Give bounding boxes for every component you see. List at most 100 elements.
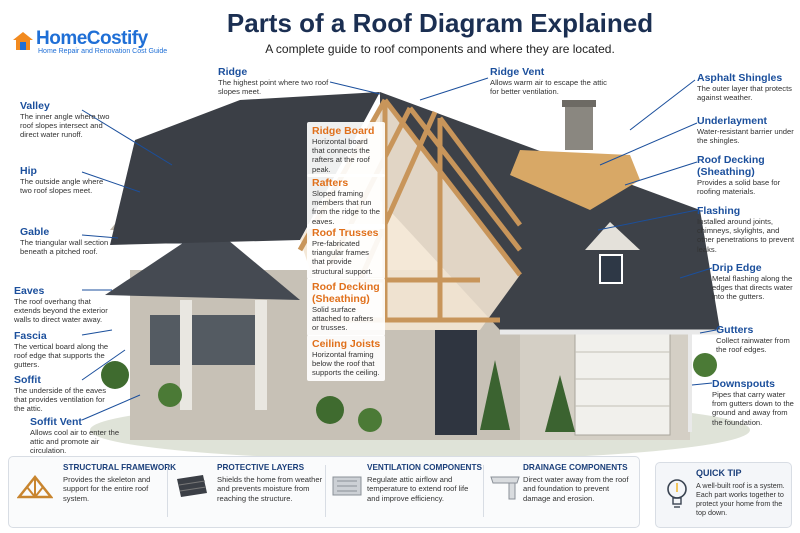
tip-desc: A well-built roof is a system. Each part… (696, 481, 785, 517)
lightbulb-icon (667, 479, 687, 508)
label-desc: Metal flashing along the edges that dire… (712, 274, 793, 302)
label-gutters: Gutters Collect rainwater from the roof … (716, 324, 796, 354)
label-title: Ceiling Joists (312, 338, 381, 350)
label-title: Underlayment (697, 115, 768, 127)
label-desc: The vertical board along the roof edge t… (14, 342, 109, 370)
category-title: STRUCTURAL FRAMEWORK (63, 463, 177, 472)
label-desc: The outer layer that protects against we… (697, 84, 792, 103)
label-title: Soffit Vent (30, 416, 82, 428)
label-title: Gutters (716, 324, 754, 336)
porch-roof (105, 225, 300, 300)
shingles-icon (177, 475, 207, 497)
label-title: Roof Decking (Sheathing) (312, 281, 380, 305)
tree (480, 360, 510, 430)
label-title: Ridge Vent (490, 66, 545, 78)
category-title: VENTILATION COMPONENTS (367, 463, 482, 472)
label-desc: Solid surface attached to rafters or tru… (312, 305, 374, 333)
category-title: PROTECTIVE LAYERS (217, 463, 305, 472)
category-desc: Regulate attic airflow and temperature t… (367, 475, 469, 503)
label-fascia: Fascia The vertical board along the roof… (14, 330, 112, 370)
category-desc: Provides the skeleton and support for th… (63, 475, 151, 503)
label-ridge: Ridge The highest point where two roof s… (218, 66, 333, 96)
label-roof-decking-center: Roof Decking (Sheathing) Solid surface a… (307, 278, 385, 336)
label-title: Roof Decking (Sheathing) (697, 154, 765, 178)
label-eaves: Eaves The roof overhang that extends bey… (14, 285, 112, 325)
label-desc: The underside of the eaves that provides… (14, 386, 107, 414)
front-door (435, 330, 477, 435)
label-desc: Provides a solid base for roofing materi… (697, 178, 781, 197)
label-desc: Water-resistant barrier under the shingl… (697, 127, 794, 146)
brand-name: HomeCostify (36, 28, 148, 49)
porch-column (180, 300, 192, 410)
tip-title: QUICK TIP (696, 468, 742, 478)
category-panel: STRUCTURAL FRAMEWORK Provides the skelet… (8, 456, 640, 528)
label-rafters: Rafters Sloped framing members that run … (307, 174, 385, 229)
label-ridge-vent: Ridge Vent Allows warm air to escape the… (490, 66, 610, 96)
label-ceiling-joists: Ceiling Joists Horizontal framing below … (307, 335, 385, 381)
category-card-drainage: DRAINAGE COMPONENTS Direct water away fr… (487, 463, 635, 523)
label-flashing: Flashing Installed around joints, chimne… (697, 205, 795, 254)
label-title: Roof Trusses (312, 227, 379, 239)
label-desc: Horizontal board that connects the rafte… (312, 137, 370, 174)
label-roof-trusses: Roof Trusses Pre-fabricated triangular f… (307, 224, 385, 279)
quick-tip: QUICK TIP A well-built roof is a system.… (655, 462, 792, 528)
brand-logo[interactable]: HomeCostify Home Repair and Renovation C… (12, 28, 172, 55)
leader-lines (81, 77, 717, 421)
label-title: Downspouts (712, 378, 775, 390)
gutter-icon (490, 476, 520, 500)
label-title: Drip Edge (712, 262, 762, 274)
label-valley: Valley The inner angle where two roof sl… (20, 100, 115, 140)
label-desc: The roof overhang that extends beyond th… (14, 297, 108, 325)
label-desc: Allows warm air to escape the attic for … (490, 78, 607, 97)
label-desc: Collect rainwater from the roof edges. (716, 336, 790, 355)
label-desc: The inner angle where two roof slopes in… (20, 112, 110, 140)
page-subtitle: A complete guide to roof components and … (265, 42, 615, 56)
brand-tagline: Home Repair and Renovation Cost Guide (38, 48, 168, 55)
garage-door (574, 324, 671, 436)
label-title: Rafters (312, 177, 349, 189)
label-ridge-board: Ridge Board Horizontal board that connec… (307, 122, 385, 177)
category-card-protective: PROTECTIVE LAYERS Shields the home from … (173, 463, 322, 523)
category-card-ventilation: VENTILATION COMPONENTS Regulate attic ai… (329, 463, 482, 523)
label-title: Valley (20, 100, 50, 112)
label-hip: Hip The outside angle where two roof slo… (20, 165, 115, 195)
label-soffit-vent: Soffit Vent Allows cool air to enter the… (30, 416, 120, 456)
vent-icon (332, 476, 362, 496)
label-desc: Pipes that carry water from gutters down… (712, 390, 794, 427)
label-desc: The triangular wall section beneath a pi… (20, 238, 109, 257)
porch-windows (150, 315, 260, 365)
label-downspouts: Downspouts Pipes that carry water from g… (712, 378, 796, 427)
label-desc: Pre-fabricated triangular frames that pr… (312, 239, 373, 276)
category-desc: Direct water away from the roof and foun… (523, 475, 629, 503)
label-title: Asphalt Shingles (697, 72, 783, 84)
label-desc: Allows cool air to enter the attic and p… (30, 428, 120, 456)
label-desc: Installed around joints, chimneys, skyli… (697, 217, 795, 254)
label-desc: Sloped framing members that run from the… (312, 189, 380, 226)
dormer-window (599, 254, 623, 284)
label-soffit: Soffit The underside of the eaves that p… (14, 374, 112, 414)
label-title: Fascia (14, 330, 47, 342)
label-underlayment: Underlayment Water-resistant barrier und… (697, 115, 795, 145)
page-title: Parts of a Roof Diagram Explained (226, 8, 654, 38)
label-desc: The outside angle where two roof slopes … (20, 177, 104, 196)
category-card-structural: STRUCTURAL FRAMEWORK Provides the skelet… (17, 463, 177, 523)
porch-column (255, 300, 267, 410)
label-drip-edge: Drip Edge Metal flashing along the edges… (712, 262, 796, 302)
label-title: Gable (20, 226, 50, 238)
house-logo-icon (13, 32, 33, 50)
category-title: DRAINAGE COMPONENTS (523, 463, 628, 472)
dormer (585, 222, 640, 250)
label-title: Hip (20, 165, 37, 177)
label-title: Flashing (697, 205, 741, 217)
label-title: Eaves (14, 285, 45, 297)
category-desc: Shields the home from weather and preven… (217, 475, 323, 503)
label-title: Soffit (14, 374, 41, 386)
exposed-decking (510, 150, 640, 210)
shrub (101, 361, 129, 389)
label-title: Ridge (218, 66, 248, 78)
label-desc: Horizontal framing below the roof that s… (312, 350, 380, 378)
label-title: Ridge Board (312, 125, 375, 137)
label-gable: Gable The triangular wall section beneat… (20, 226, 115, 256)
chimney (565, 105, 593, 150)
